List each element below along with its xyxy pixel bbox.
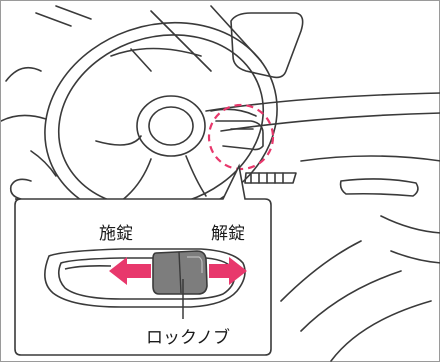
lock-label: 施錠 (99, 224, 133, 244)
lock-knob-label: ロックノブ (146, 328, 230, 348)
unlock-arrow (209, 257, 247, 285)
callout-circle (207, 103, 275, 171)
door-handle (44, 248, 246, 308)
inset-box (14, 163, 272, 356)
lock-knob (152, 250, 208, 295)
unlock-label: 解錠 (211, 224, 245, 244)
lock-arrow (109, 257, 151, 285)
